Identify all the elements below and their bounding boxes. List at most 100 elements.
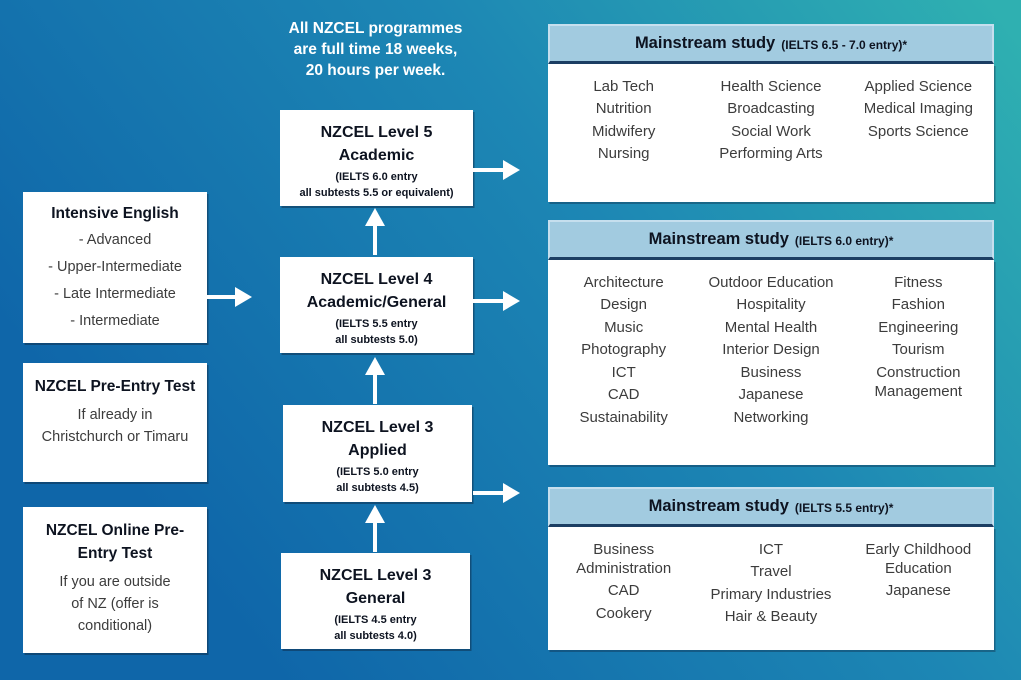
subject-item: Performing Arts [719,145,823,162]
pre-entry-test-description: If already in Christchurch or Timaru [23,404,207,448]
intensive-english-title: Intensive English [51,205,179,222]
online-pre-entry-test-description: If you are outside of NZ (offer is conditi… [23,571,207,637]
intensive-english-box: Intensive English - Advanced - Upper-Inte… [23,192,207,343]
subject-item: Mental Health [724,318,818,336]
subject-item: Music [604,318,644,336]
subject-item: Applied Science [864,77,973,95]
mainstream-60-title: Mainstream study [648,230,789,248]
level-3-applied-entry-requirement-line: all subtests 4.5) [336,482,419,494]
subject-item: Outdoor Education [708,273,834,291]
mainstream-study-section-ielts-55: Mainstream study (IELTS 5.5 entry)* Busi… [548,487,994,650]
subject-item: Photography [581,341,667,358]
programmes-note-line: 20 hours per week. [305,62,446,79]
subject-item: Midwifery [591,122,656,140]
subject-item: Japanese [738,386,804,403]
mainstream-55-entry-note: (IELTS 5.5 entry)* [794,500,894,515]
level-5-entry-requirement-line: all subtests 5.5 or equivalent) [299,187,454,199]
subject-item: Business [740,363,802,381]
subject-item: Medical Imaging [863,100,973,117]
programmes-note: All NZCEL programmes are full time 18 wee… [243,18,508,81]
pre-entry-test-title: NZCEL Pre-Entry Test [34,378,196,395]
subject-item: Engineering [878,318,959,336]
arrow-level5-to-mainstream-icon [473,159,521,181]
level-3-general-entry-requirement-line: all subtests 4.0) [334,630,417,642]
subject-item: Fashion [891,296,945,313]
level-4-entry-requirement-line: (IELTS 5.5 entry [335,318,418,330]
subject-item: Japanese [885,582,951,599]
online-pre-entry-test-box: NZCEL Online Pre-Entry Test If you are o… [23,507,207,653]
programmes-note-line: are full time 18 weeks, [293,41,458,58]
intensive-english-level-item: - Advanced [78,232,152,248]
subject-item: Hair & Beauty [724,608,818,625]
level-4-heading-line: NZCEL Level 4 [320,271,433,288]
subject-item: ICT [758,540,784,558]
subject-item: Architecture [583,273,664,291]
mainstream-study-section-ielts-60: Mainstream study (IELTS 6.0 entry)* Arch… [548,220,994,465]
mainstream-65-70-header: Mainstream study (IELTS 6.5 - 7.0 entry)… [548,24,994,64]
online-pre-entry-test-description-line: If you are outside [59,574,171,590]
mainstream-study-section-ielts-65-70: Mainstream study (IELTS 6.5 - 7.0 entry)… [548,24,994,202]
subject-item: Sustainability [579,408,668,426]
subject-item: Travel [750,563,792,580]
subject-item: CAD [607,386,640,403]
intensive-english-level-item: - Upper-Intermediate [48,259,182,275]
subject-item: Hospitality [736,296,806,313]
level-3-applied-heading-line: Applied [348,442,407,459]
level-5-heading: NZCEL Level 5 Academic [280,121,473,167]
level-3-general-heading-line: General [345,590,406,607]
arrow-level3general-to-level3applied-icon [364,505,386,552]
mainstream-60-entry-note: (IELTS 6.0 entry)* [794,233,894,248]
level-3-applied-heading-line: NZCEL Level 3 [321,419,434,436]
arrow-level4-to-level5-icon [364,208,386,255]
pre-entry-test-description-line: If already in [77,407,153,423]
subject-item: Business Administration [576,540,672,577]
pre-entry-test-box: NZCEL Pre-Entry Test If already in Christ… [23,363,207,482]
arrow-level4-to-mainstream-icon [473,290,521,312]
arrow-level3applied-to-mainstream-icon [473,482,521,504]
mainstream-65-70-entry-note: (IELTS 6.5 - 7.0 entry)* [781,37,908,52]
subject-item: Design [600,296,647,313]
subject-item: Nursing [597,145,650,162]
level-3-applied-heading: NZCEL Level 3 Applied [283,416,472,462]
level-3-general-entry-requirement-line: (IELTS 4.5 entry [334,614,417,626]
online-pre-entry-test-description-line: of NZ (offer is [71,596,159,612]
subject-item: Nutrition [595,100,652,117]
subject-item: Fitness [894,273,943,291]
subject-item: Cookery [595,604,652,622]
mainstream-60-header: Mainstream study (IELTS 6.0 entry)* [548,220,994,260]
subject-item: Sports Science [867,122,969,140]
programmes-note-line: All NZCEL programmes [288,20,463,37]
subject-item: Tourism [892,341,945,358]
subject-item: Social Work [731,122,811,140]
subject-item: Construction Management [874,363,963,400]
intensive-english-levels: - Advanced - Upper-Intermediate - Late Int… [23,227,207,335]
level-5-heading-line: Academic [338,147,415,164]
subject-item: Health Science [720,77,822,95]
intensive-english-level-item: - Late Intermediate [54,286,176,302]
subject-item: Early Childhood Education [865,540,972,577]
intensive-english-level-item: - Intermediate [70,313,160,329]
pre-entry-test-description-line: Christchurch or Timaru [41,429,189,445]
mainstream-55-title: Mainstream study [648,497,789,515]
level-5-heading-line: NZCEL Level 5 [320,124,433,141]
subject-item: Networking [733,408,809,426]
online-pre-entry-test-description-line: conditional) [77,618,153,634]
